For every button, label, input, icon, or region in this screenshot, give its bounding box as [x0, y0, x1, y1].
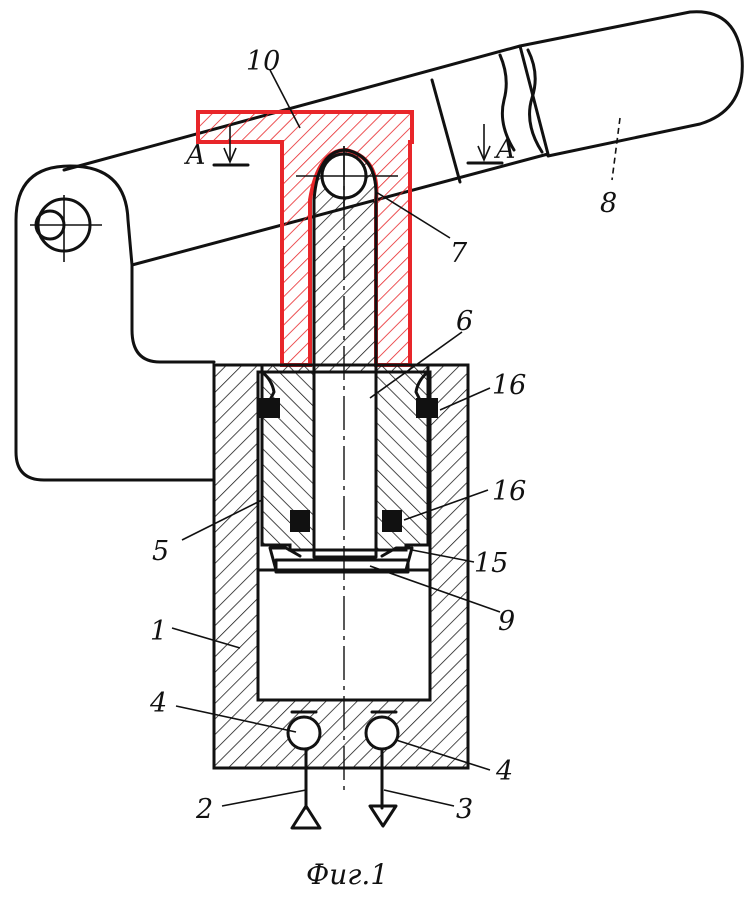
inlet-triangle [290, 804, 322, 830]
label-4-left: 4 [149, 688, 167, 719]
outlet-triangle [368, 804, 398, 828]
valve-ball-left [286, 715, 322, 751]
plunger-rod [312, 363, 378, 559]
lever-break-line-2 [526, 48, 544, 154]
lever-break-line [498, 53, 516, 152]
seal-16-bottom-left [290, 510, 310, 532]
plunger-head [312, 148, 378, 367]
valve-ball-right [364, 715, 400, 751]
section-label-a-right: A [493, 134, 516, 165]
section-mark-right: A [466, 124, 516, 165]
label-6: 6 [456, 306, 473, 337]
label-8: 8 [600, 188, 617, 219]
seal-16-bottom-right [382, 510, 402, 532]
label-16-top: 16 [492, 370, 526, 401]
seal-16-top-left [258, 398, 280, 418]
label-2: 2 [195, 794, 213, 825]
leader-8 [611, 117, 621, 181]
figure-caption: Фиг.1 [306, 858, 388, 891]
lever-handle [518, 10, 744, 158]
leader-lines [171, 69, 501, 807]
lever-joint-line [430, 78, 462, 184]
section-label-a-left: A [183, 140, 206, 171]
label-10: 10 [246, 46, 280, 77]
section-mark-left: A [183, 126, 250, 171]
pivot-bracket [14, 164, 216, 482]
seal-16-top-right [416, 398, 438, 418]
label-4-right: 4 [495, 756, 513, 787]
label-3: 3 [456, 794, 473, 825]
label-5: 5 [152, 536, 169, 567]
pump-body [212, 363, 470, 830]
label-15: 15 [474, 548, 508, 579]
sleeve-5 [260, 363, 430, 552]
cup-seal-15 [268, 546, 414, 572]
label-7: 7 [450, 238, 468, 269]
label-16-bottom: 16 [492, 476, 526, 507]
label-1: 1 [150, 616, 167, 647]
label-9: 9 [498, 606, 515, 637]
body-wall [212, 363, 470, 770]
